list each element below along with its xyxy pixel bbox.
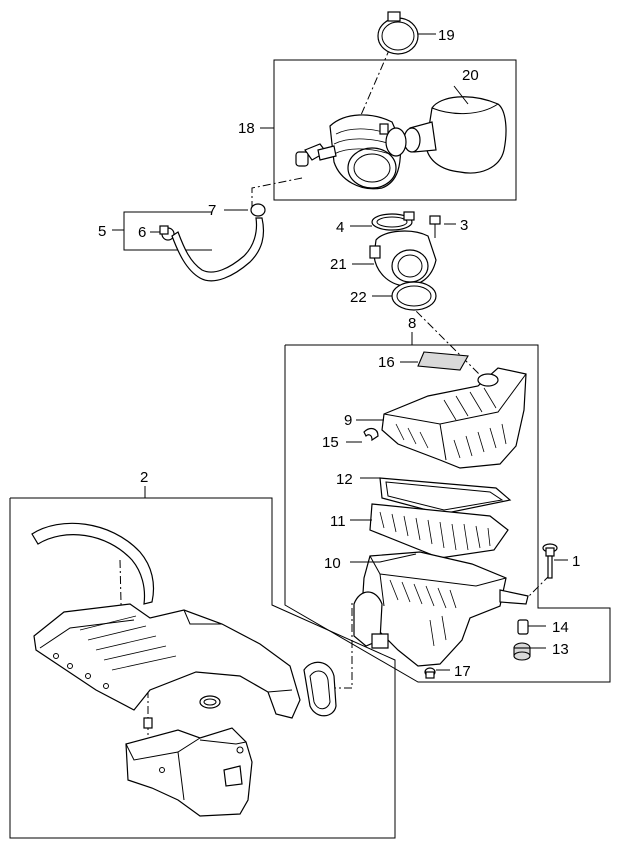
callout-13: 13 [552,641,569,658]
part-2-duct-strap [31,522,155,605]
callout-9: 9 [344,412,352,429]
callout-11: 11 [330,513,346,530]
part-2-intake-duct [33,603,301,719]
part-2-clip [143,695,221,729]
part-14-collar [517,619,546,635]
callout-12: 12 [336,471,353,488]
part-13-grommet [513,642,546,661]
part-15-clip [346,427,379,443]
part-18-intake-hose [295,114,402,190]
part-3-bolt [429,215,456,238]
group-box-2 [9,486,396,839]
part-20-resonator [385,85,507,174]
part-16-label [400,351,469,371]
part-2-resonator-box [125,727,253,817]
part-17-grommet [424,667,450,679]
callout-14: 14 [552,619,569,636]
callout-17: 17 [454,663,471,680]
part-19-hose-clamp [377,11,436,55]
callout-20: 20 [462,67,479,84]
part-4-clamp [350,211,415,231]
callout-16: 16 [378,354,395,371]
part-1-bolt [542,543,568,579]
callout-22: 22 [350,289,367,306]
callout-6: 6 [138,224,146,241]
callout-2: 2 [140,469,148,486]
callout-5: 5 [98,223,106,240]
callout-4: 4 [336,219,344,236]
callout-labels: 19 20 18 7 5 6 4 3 21 22 8 16 9 15 12 2 … [98,27,580,680]
part-22-gasket [372,281,437,311]
part-11-pleated-filter [350,503,509,559]
callout-21: 21 [330,256,347,273]
part-7-clip [250,203,266,217]
callout-10: 10 [324,555,341,572]
part-9-upper-cover [356,367,527,469]
part-2-duct-seal [303,661,337,717]
part-6-clip [159,225,175,241]
group-box-18 [260,59,517,201]
part-10-lower-body [350,551,529,667]
callout-7: 7 [208,202,216,219]
callout-1: 1 [572,553,580,570]
callout-15: 15 [322,434,339,451]
part-21-air-flow-sensor [352,230,437,287]
part-12-filter-element [360,477,512,515]
part-breather-hose [171,217,265,282]
group-box-8 [284,332,611,683]
callout-19: 19 [438,27,455,44]
callout-18: 18 [238,120,255,137]
callout-8: 8 [408,315,416,332]
callout-3: 3 [460,217,468,234]
